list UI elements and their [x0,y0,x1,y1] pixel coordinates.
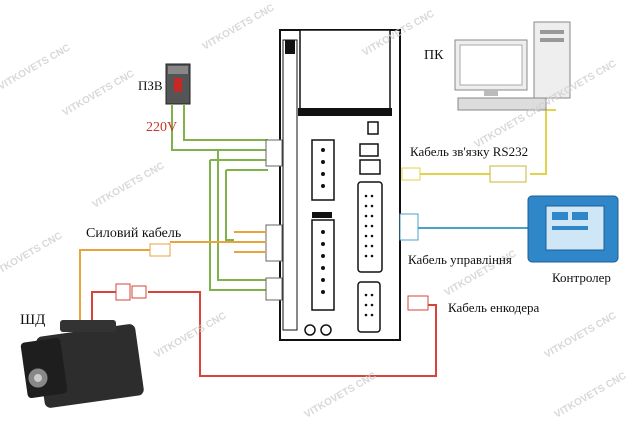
control-cable-label: Кабель управління [408,252,512,267]
pc-label: ПК [424,48,444,63]
circuit-breaker [165,63,191,105]
rs232-cable-label: Кабель зв'язку RS232 [410,144,529,159]
servo-motor-icon [20,320,144,408]
power-plug [265,139,283,301]
rs232-drive-plug [401,167,421,181]
controller-label: Контролер [552,270,611,285]
encoder-motor-connector [115,283,131,301]
encoder-cable-label: Кабель енкодера [448,300,540,315]
motor-cable-connector [149,243,171,257]
power-wires [171,104,270,291]
rs232-adapter [489,165,527,183]
voltage-label: 220V [146,120,178,135]
motor-label: ШД [20,312,46,328]
motor-power-wire [79,231,266,330]
control-drive-plug [399,213,419,241]
rs232-wire [420,109,556,175]
controller-icon [527,195,619,263]
encoder-wire [91,291,437,377]
servo-drive [279,29,401,341]
breaker-label: ПЗВ [138,78,163,93]
pc-icon [454,21,571,111]
encoder-drive-connector [407,295,429,311]
power-cable-label: Силовий кабель [86,226,182,241]
